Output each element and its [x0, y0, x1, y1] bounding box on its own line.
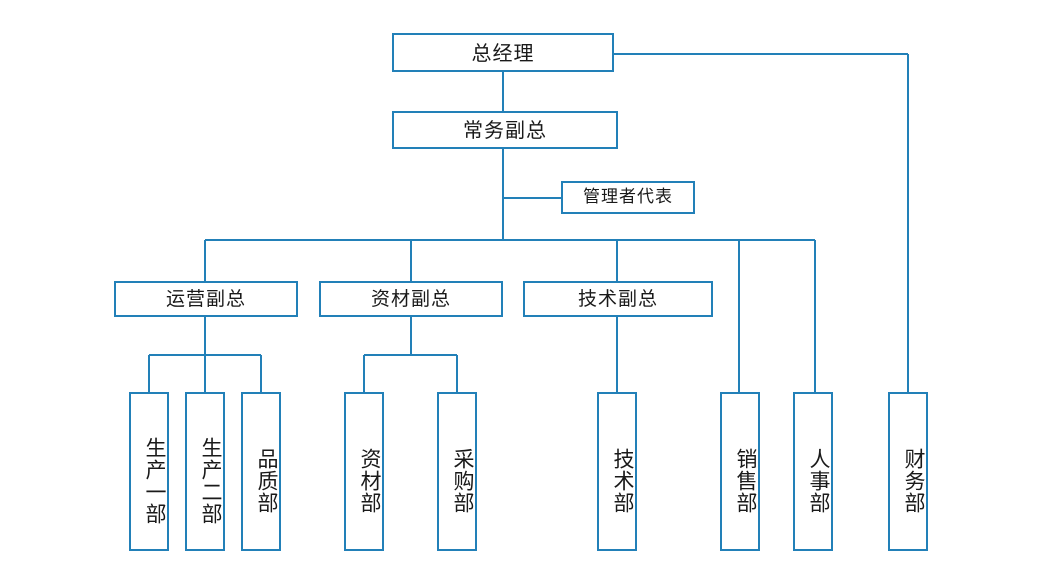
- node-dept-hr[interactable]: 人事部: [793, 392, 833, 551]
- node-label: 生产一部: [143, 436, 167, 525]
- node-label: 销售部: [734, 447, 758, 514]
- node-dept-purchasing[interactable]: 采购部: [437, 392, 477, 551]
- node-label: 资材副总: [370, 287, 451, 310]
- node-label: 品质部: [255, 447, 279, 514]
- node-label: 生产二部: [199, 436, 223, 525]
- node-dept-production-2[interactable]: 生产二部: [185, 392, 225, 551]
- node-vp-operations[interactable]: 运营副总: [114, 281, 298, 317]
- node-vp-materials[interactable]: 资材副总: [319, 281, 503, 317]
- node-label: 资材部: [358, 447, 382, 514]
- node-label: 运营副总: [165, 287, 246, 310]
- node-label: 管理者代表: [583, 187, 673, 207]
- node-label: 技术部: [611, 447, 635, 514]
- node-vp-technology[interactable]: 技术副总: [523, 281, 713, 317]
- node-general-manager[interactable]: 总经理: [392, 33, 614, 72]
- node-dept-quality[interactable]: 品质部: [241, 392, 281, 551]
- node-dept-finance[interactable]: 财务部: [888, 392, 928, 551]
- node-label: 总经理: [471, 40, 535, 65]
- node-dept-sales[interactable]: 销售部: [720, 392, 760, 551]
- node-dept-production-1[interactable]: 生产一部: [129, 392, 169, 551]
- node-label: 采购部: [451, 447, 475, 514]
- node-dept-materials[interactable]: 资材部: [344, 392, 384, 551]
- node-executive-deputy[interactable]: 常务副总: [392, 111, 618, 149]
- node-label: 人事部: [807, 447, 831, 514]
- node-label: 常务副总: [463, 118, 547, 142]
- node-dept-technology[interactable]: 技术部: [597, 392, 637, 551]
- node-label: 财务部: [902, 447, 926, 514]
- node-label: 技术副总: [577, 287, 658, 310]
- node-management-representative[interactable]: 管理者代表: [561, 181, 695, 214]
